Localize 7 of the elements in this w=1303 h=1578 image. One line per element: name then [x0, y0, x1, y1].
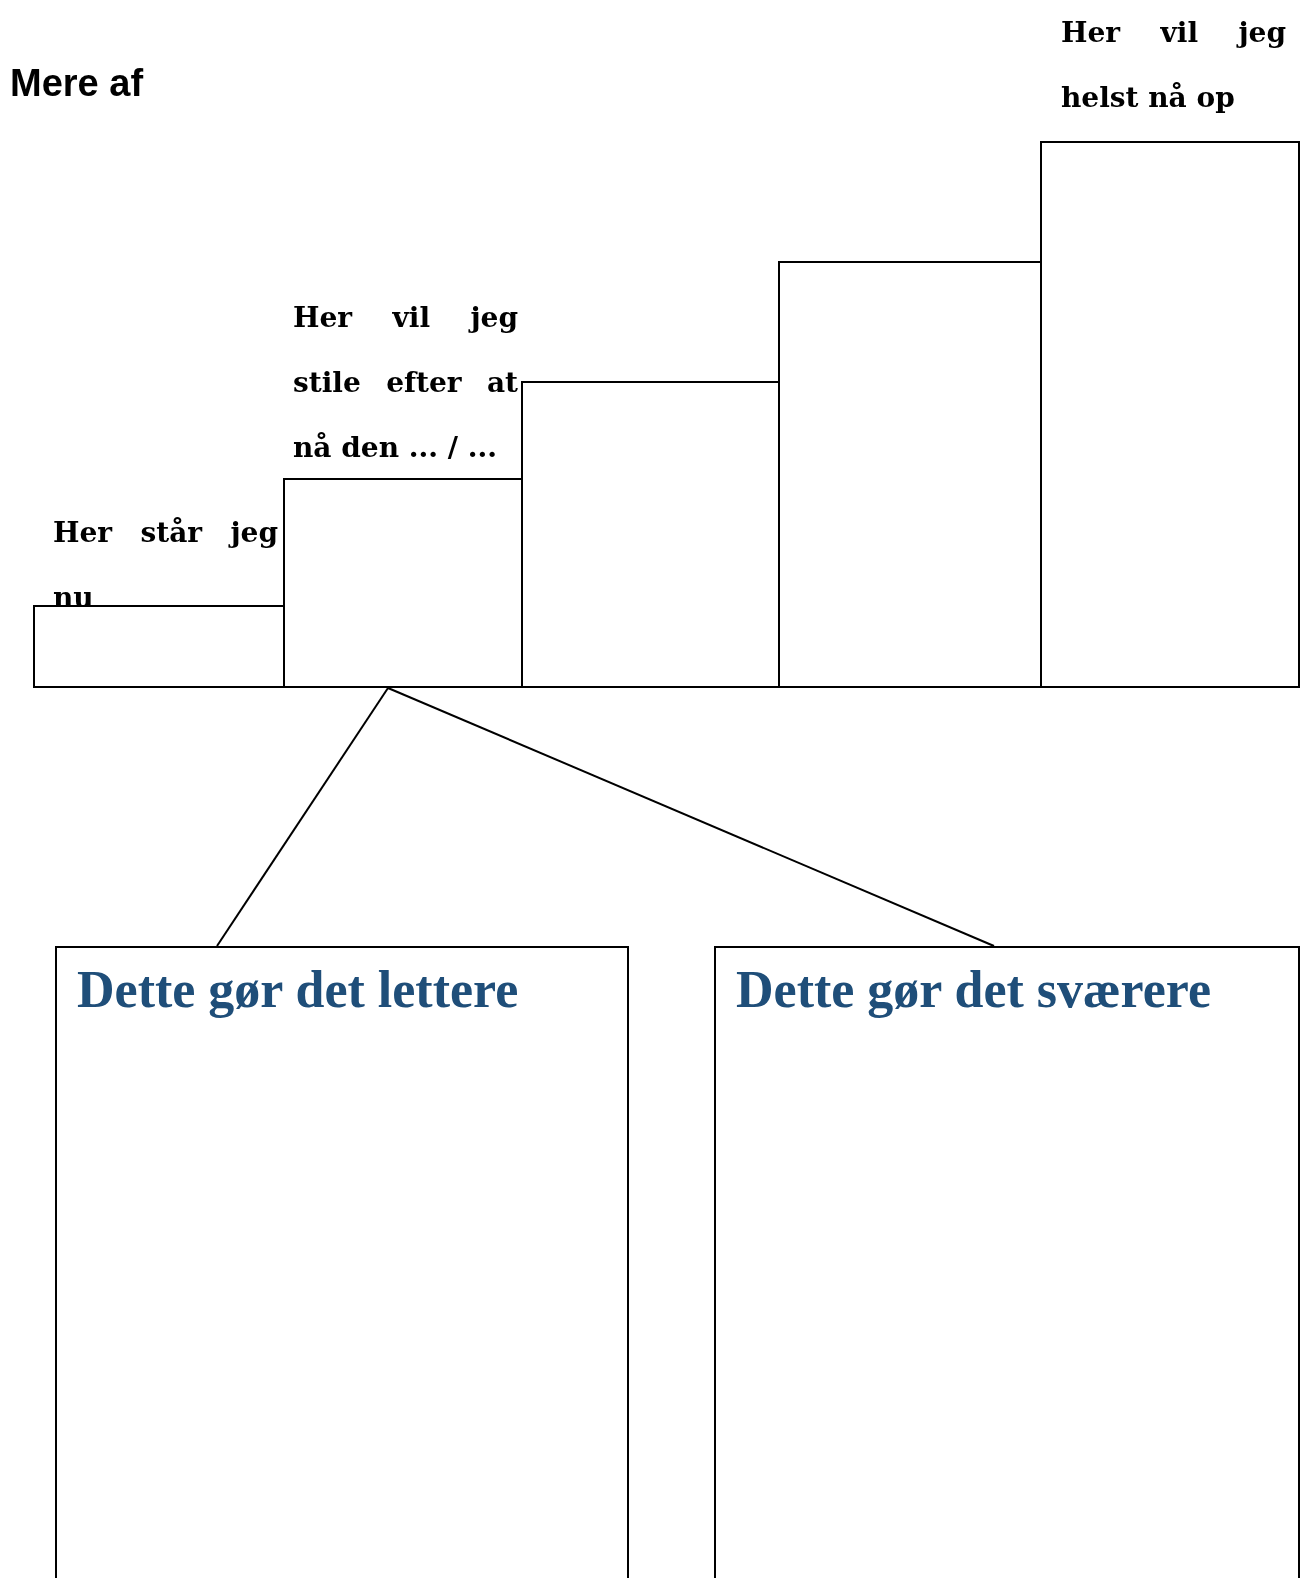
step-caption: Her vil jeg stile efter at nå den ... / ... — [293, 300, 518, 466]
panel-heading: Dette gør det lettere — [77, 960, 519, 1019]
step-caption: Her vil jeg helst nå op — [1061, 15, 1286, 116]
worksheet-title: Mere af — [10, 62, 144, 105]
panel-heading: Dette gør det sværere — [736, 960, 1212, 1019]
connector-line — [387, 687, 995, 947]
connector-line — [216, 687, 389, 947]
